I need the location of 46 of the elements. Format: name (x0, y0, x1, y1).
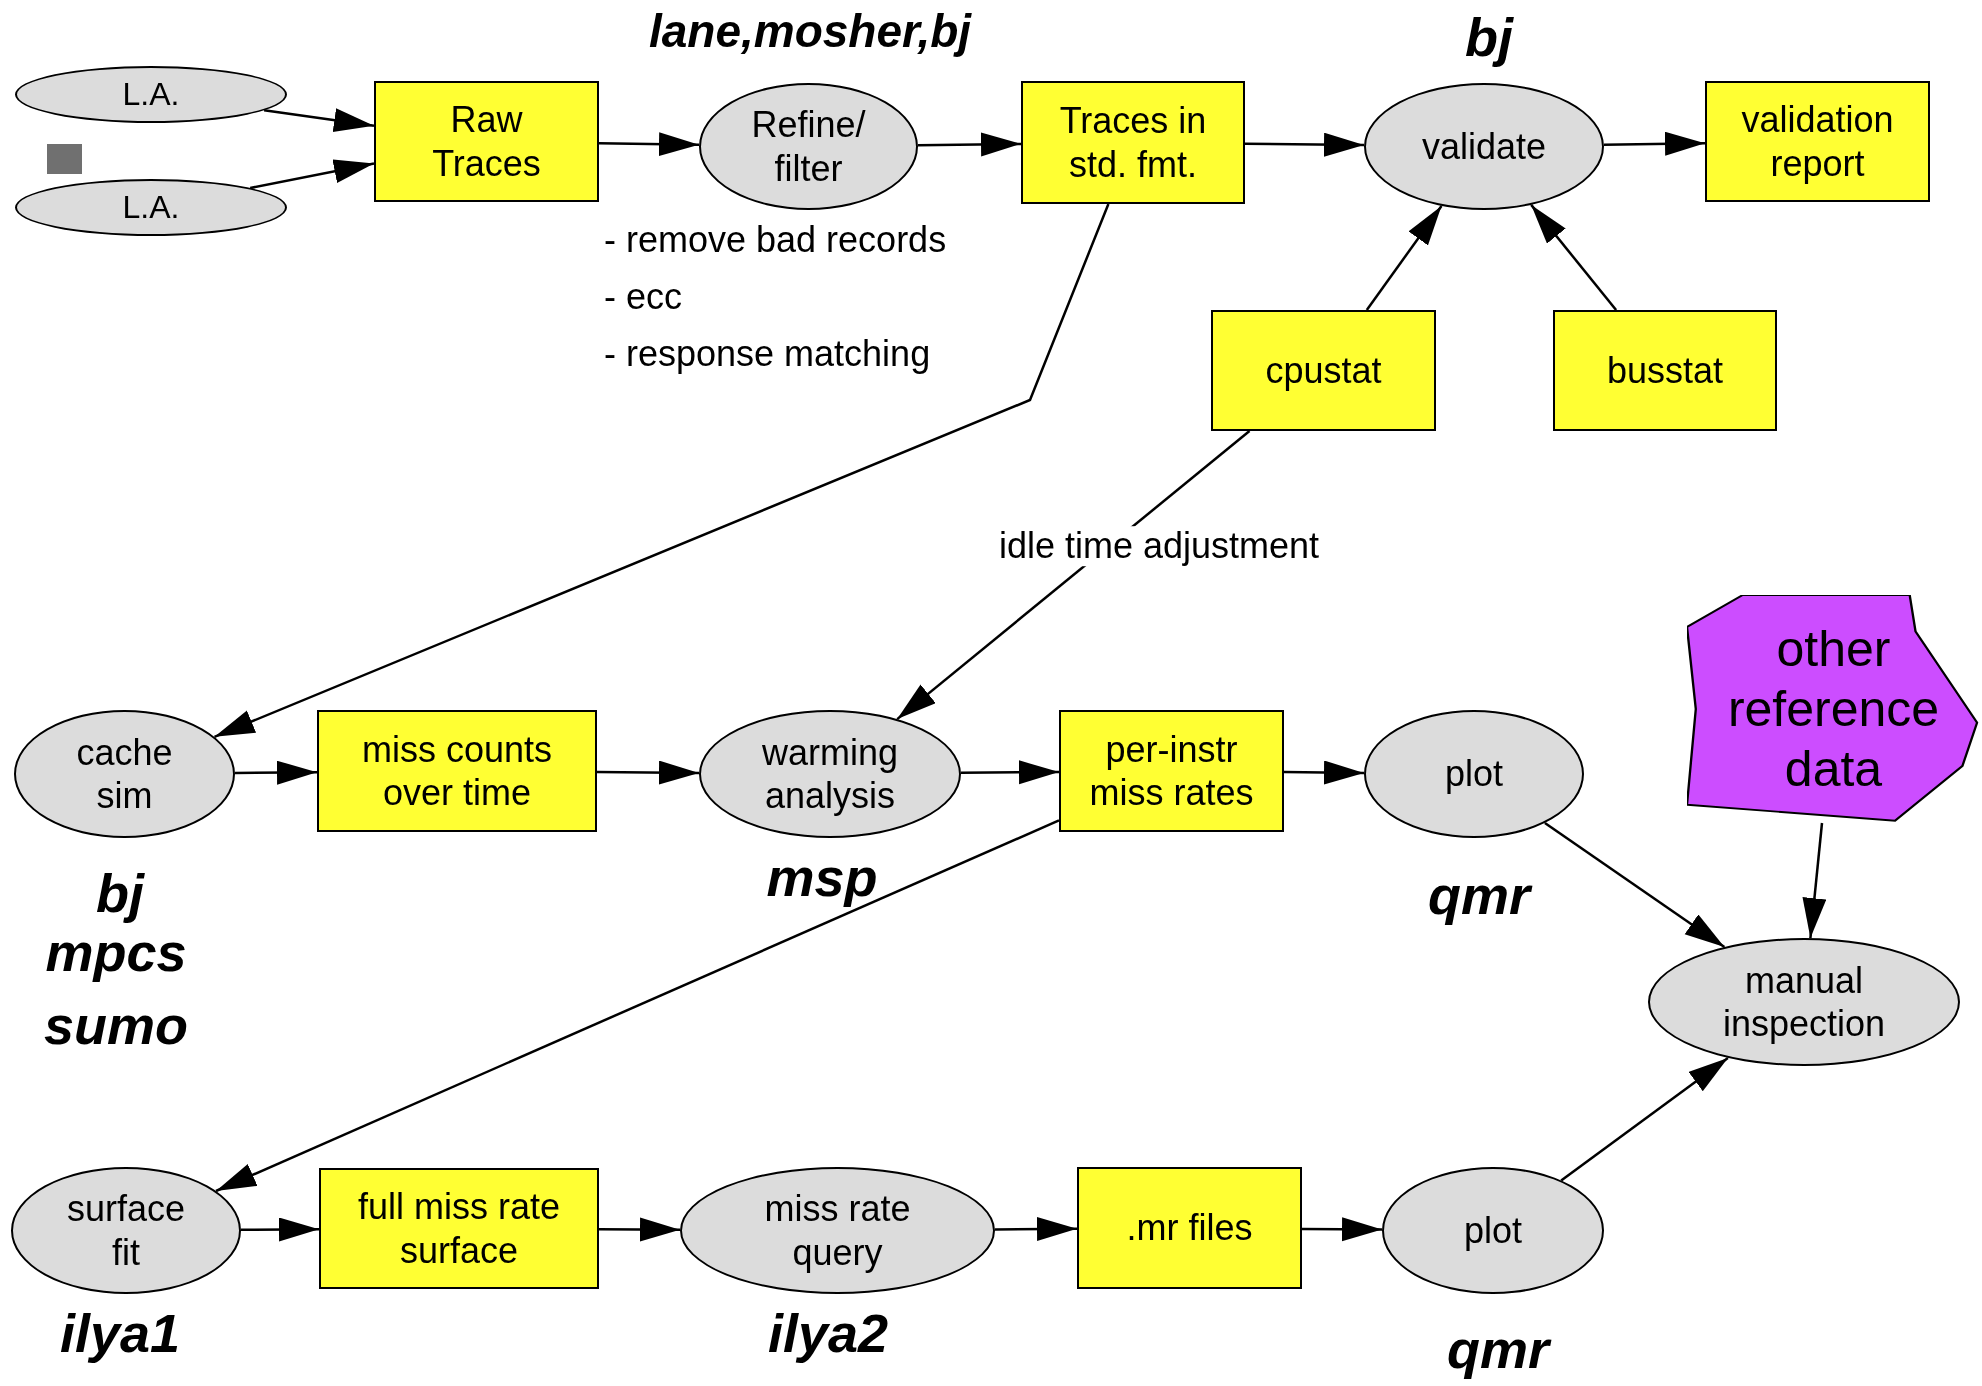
process-ellipse: L.A. (15, 179, 287, 236)
arrow (1802, 822, 1827, 939)
process-ellipse: manual inspection (1648, 938, 1960, 1066)
data-box: cpustat (1211, 310, 1436, 431)
arrow (263, 108, 375, 133)
note-text: - ecc (604, 277, 682, 317)
process-ellipse: plot (1364, 710, 1584, 838)
process-ellipse: L.A. (15, 66, 287, 123)
data-box: miss counts over time (317, 710, 597, 832)
arrow (598, 132, 700, 157)
arrow (235, 760, 317, 785)
arrow (1365, 205, 1443, 311)
arrow (1604, 131, 1705, 156)
data-box: Traces in std. fmt. (1021, 81, 1245, 204)
note-text: - remove bad records (604, 220, 947, 260)
data-box: busstat (1553, 310, 1777, 431)
note-text: - response matching (604, 334, 931, 374)
arrow (214, 203, 1110, 738)
arrow (1284, 760, 1364, 785)
arrow (995, 1217, 1077, 1242)
arrow (1302, 1217, 1382, 1242)
data-box: per-instr miss rates (1059, 710, 1284, 832)
arrow (1560, 1056, 1729, 1182)
data-box: full miss rate surface (319, 1168, 599, 1289)
data-box: .mr files (1077, 1167, 1302, 1289)
arrow (1530, 204, 1618, 311)
arrow (215, 819, 1060, 1193)
arrow (599, 1217, 680, 1242)
process-ellipse: Refine/ filter (699, 83, 918, 210)
data-polygon: other reference data (1687, 595, 1980, 823)
arrow (1245, 132, 1364, 157)
process-ellipse: warming analysis (699, 710, 961, 838)
process-ellipse: surface fit (11, 1167, 241, 1294)
arrow (249, 159, 375, 190)
author-label: sumo (44, 998, 188, 1052)
process-ellipse: miss rate query (680, 1167, 995, 1294)
process-ellipse: validate (1364, 83, 1604, 210)
arrow (918, 132, 1021, 157)
process-ellipse: plot (1382, 1167, 1604, 1294)
data-box: Raw Traces (374, 81, 599, 202)
arrow (597, 760, 699, 785)
data-box: validation report (1705, 81, 1930, 202)
arrow (241, 1217, 319, 1242)
process-ellipse: cache sim (14, 710, 235, 838)
arrow (1544, 821, 1726, 949)
arrow (961, 760, 1059, 785)
